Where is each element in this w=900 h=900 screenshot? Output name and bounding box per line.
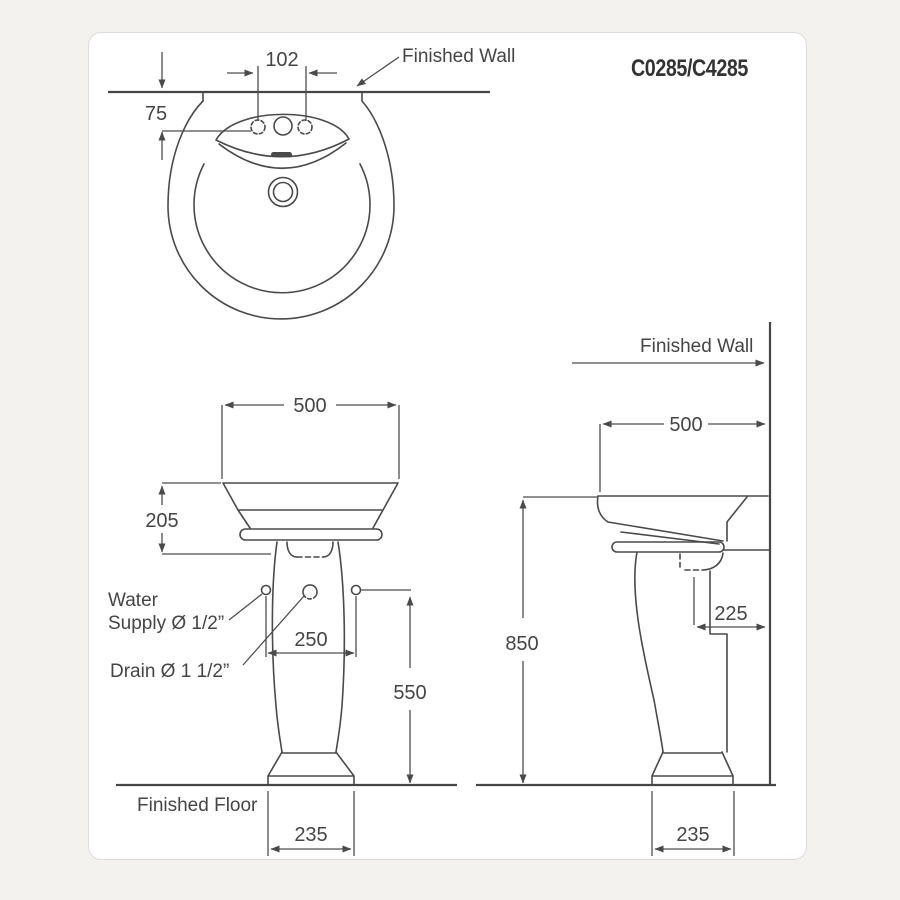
dim-base-depth: 235 bbox=[676, 824, 709, 846]
supply-hole-left bbox=[260, 584, 272, 596]
finished-wall-label-side: Finished Wall bbox=[640, 336, 753, 357]
basin-outer-rim bbox=[167, 100, 395, 320]
dim-drain-to-wall: 225 bbox=[714, 603, 747, 625]
dim-basin-height: 205 bbox=[145, 510, 178, 532]
basin-front-outline bbox=[222, 482, 399, 529]
supply-hole-right bbox=[350, 584, 362, 596]
finished-floor-label: Finished Floor bbox=[137, 795, 258, 816]
spec-sheet-card bbox=[88, 32, 807, 860]
faucet-hole-center bbox=[273, 116, 293, 136]
faucet-hole-left bbox=[250, 119, 266, 135]
supply-leader bbox=[228, 593, 263, 621]
top-view: 102 75 Finished Wall bbox=[108, 46, 515, 320]
pedestal-base-front bbox=[267, 751, 355, 786]
basin-inner-bowl bbox=[193, 163, 371, 294]
dim-basin-width: 500 bbox=[293, 395, 326, 417]
drain-ring-inner bbox=[272, 181, 294, 203]
drain-ring-outer bbox=[267, 176, 299, 208]
basin-side-outline bbox=[596, 495, 770, 551]
front-view: 500 250 550 205 2 bbox=[108, 395, 457, 856]
dim-faucet-spacing: 102 bbox=[265, 49, 298, 71]
faucet-hole-right bbox=[297, 119, 313, 135]
dim-height: 850 bbox=[505, 633, 538, 655]
overflow-slot bbox=[271, 152, 292, 157]
finished-wall-label-top: Finished Wall bbox=[402, 46, 515, 67]
trap-hidden-side bbox=[679, 553, 703, 571]
dim-base-width: 235 bbox=[294, 824, 327, 846]
dim-supply-spacing: 250 bbox=[294, 629, 327, 651]
dim-depth: 500 bbox=[669, 414, 702, 436]
drain-hole bbox=[302, 584, 318, 596]
side-view: Finished Wall 500 225 850 235 bbox=[476, 322, 776, 856]
basin-flange-front bbox=[239, 528, 383, 541]
faucet-deck bbox=[215, 113, 350, 169]
water-supply-label-line2: Supply Ø 1/2” bbox=[108, 613, 224, 634]
basin-flange-side bbox=[611, 541, 725, 553]
drain-leader bbox=[242, 595, 305, 666]
model-number: C0285/C4285 bbox=[631, 55, 748, 82]
pedestal-side-outline bbox=[634, 551, 728, 753]
pedestal-base-side bbox=[651, 751, 734, 786]
dim-wall-to-holes: 75 bbox=[145, 103, 167, 125]
drain-label: Drain Ø 1 1/2” bbox=[110, 661, 229, 682]
dim-supply-height: 550 bbox=[393, 682, 426, 704]
pedestal-front-outline bbox=[271, 541, 346, 753]
water-supply-label-line1: Water bbox=[108, 590, 159, 611]
